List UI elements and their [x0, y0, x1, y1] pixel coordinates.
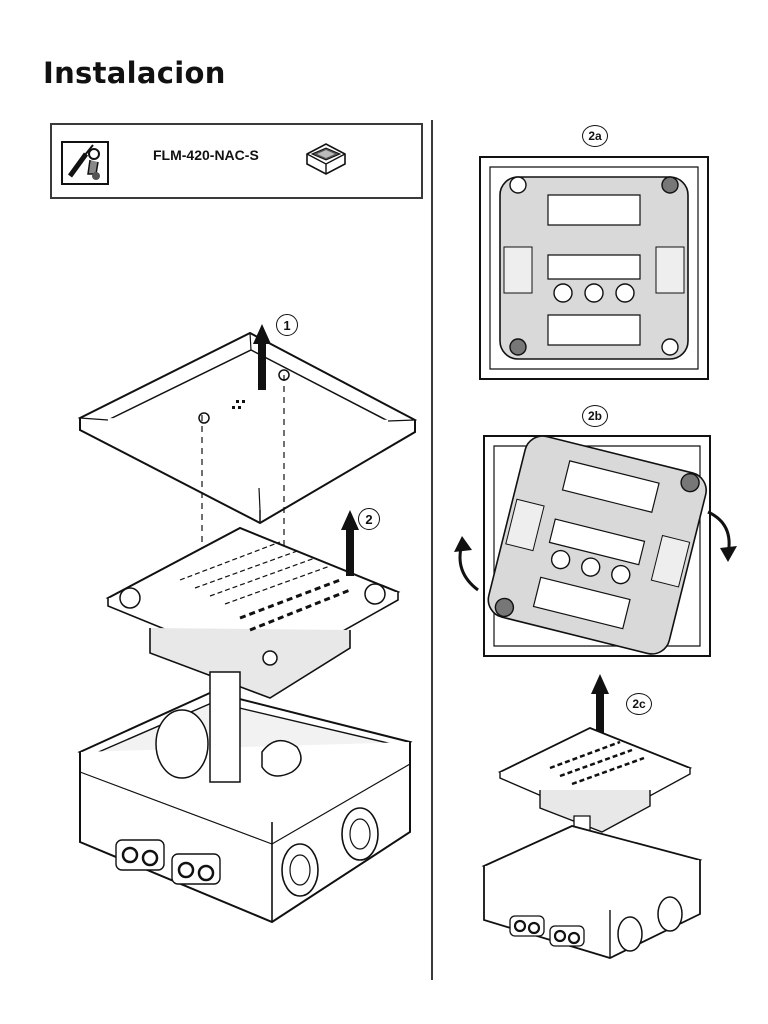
step-1-label: 1 — [276, 314, 298, 336]
module-box-icon — [306, 143, 346, 175]
step-2a-label: 2a — [582, 125, 608, 147]
arrow-up-2 — [341, 510, 359, 576]
cover-plate-drawing — [70, 328, 430, 518]
column-divider — [431, 120, 433, 980]
mounted-module-2a-drawing — [478, 155, 710, 381]
screwdriver-wrench-icon — [61, 141, 109, 185]
module-removal-2c-drawing — [480, 720, 710, 960]
back-box-drawing — [72, 672, 422, 932]
step-2c-label: 2c — [626, 693, 652, 715]
page-title: Instalacion — [43, 56, 226, 90]
step-2-label: 2 — [358, 508, 380, 530]
header-box — [50, 123, 423, 199]
arrow-up-1 — [253, 324, 271, 390]
arrow-up-2c — [591, 674, 609, 750]
step-2b-label: 2b — [582, 405, 608, 427]
module-board-drawing — [100, 518, 405, 698]
rotated-module-2b-drawing — [454, 432, 737, 662]
model-label: FLM-420-NAC-S — [153, 147, 259, 163]
